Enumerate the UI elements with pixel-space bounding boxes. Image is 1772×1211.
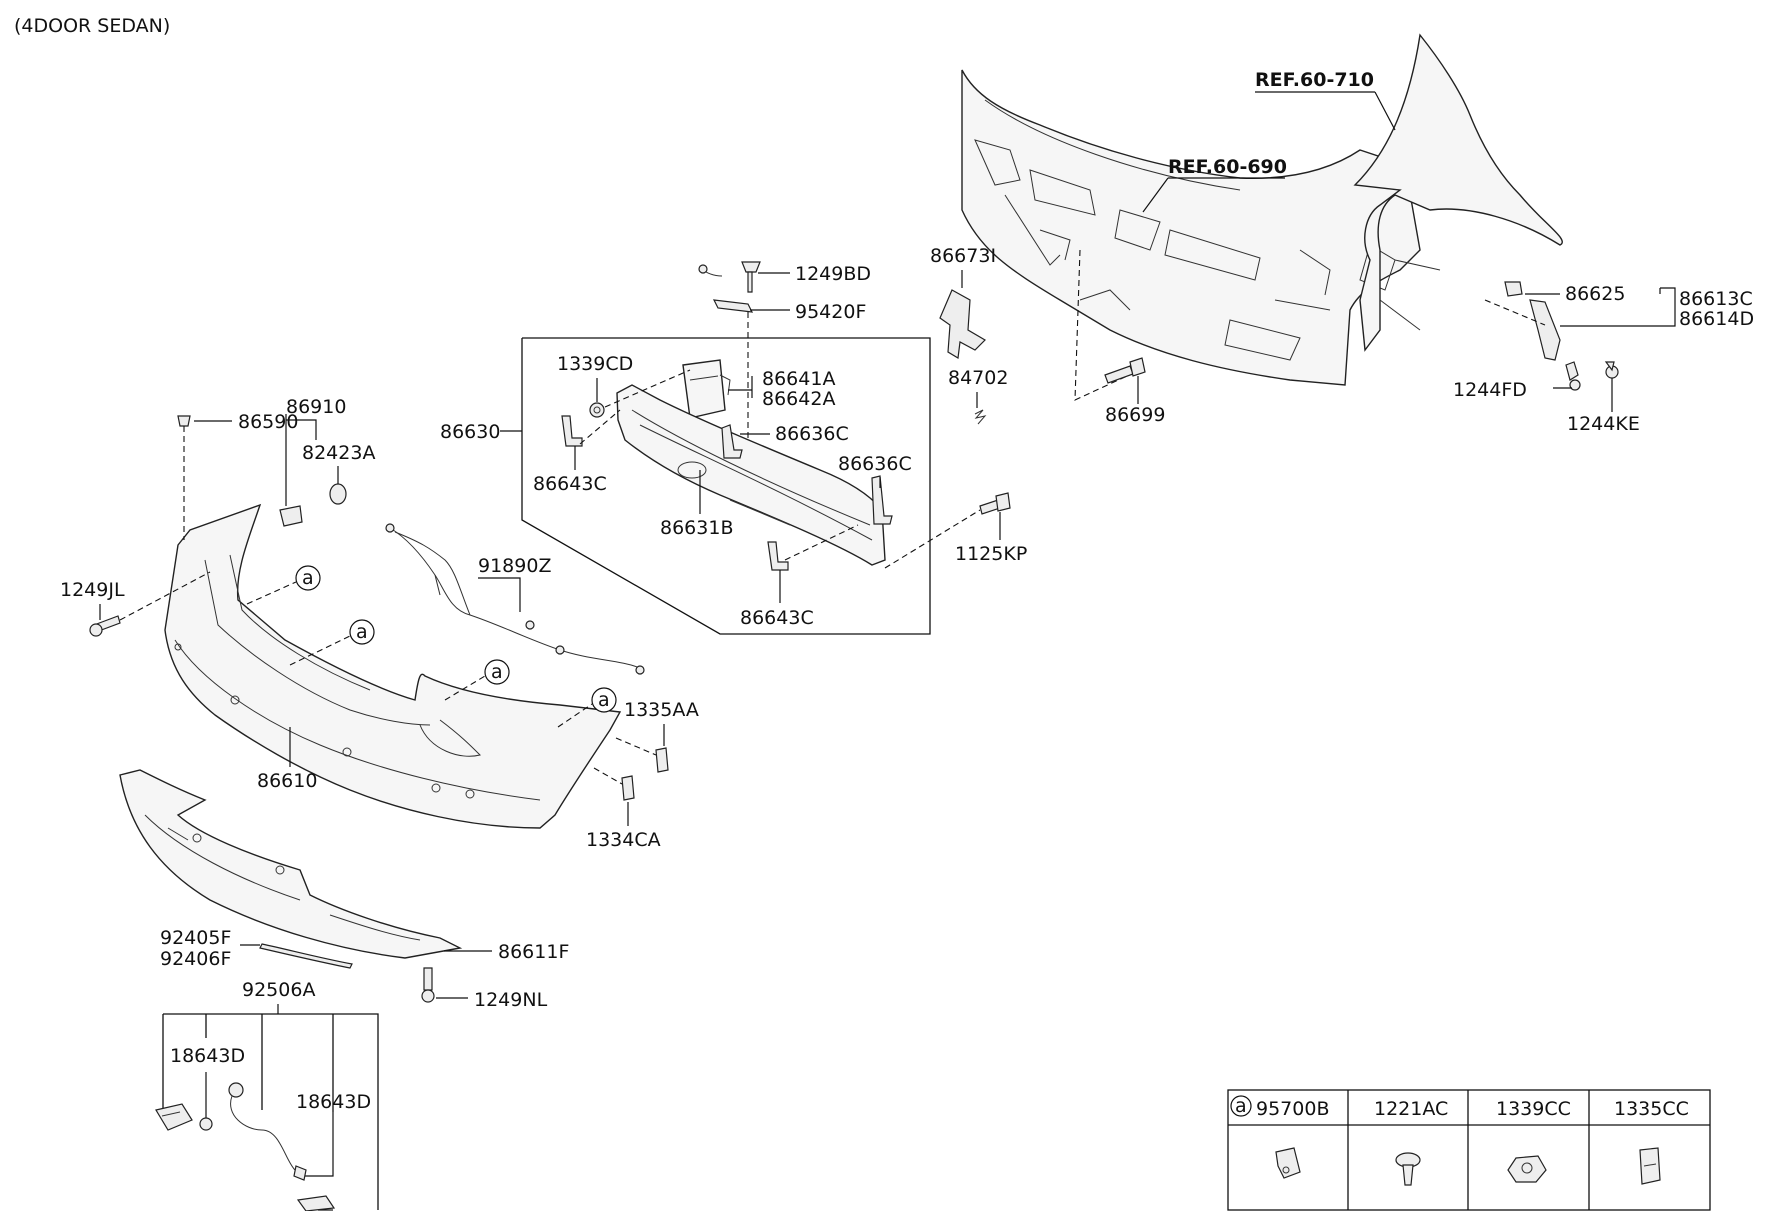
fastener-86590 (177, 415, 191, 427)
part-92405F[interactable]: 92405F (160, 927, 231, 949)
callout-a-4: a (591, 687, 617, 713)
part-1334CA[interactable]: 1334CA (586, 829, 661, 851)
lower-cover-86611F (119, 769, 463, 959)
bracket-86613C (1529, 299, 1561, 361)
legend-icon-speed-nut (1639, 1147, 1661, 1185)
legend-icon-nut (1507, 1155, 1547, 1183)
nut-1339CD (589, 402, 605, 418)
clip-86636C-lower (871, 475, 893, 525)
part-86630[interactable]: 86630 (440, 421, 500, 443)
part-86643C-lower[interactable]: 86643C (740, 607, 814, 629)
svg-text:a: a (491, 661, 503, 683)
reflector-92405F (259, 943, 353, 969)
screw-1244KE (1604, 361, 1619, 379)
clip-86643C-upper (561, 415, 583, 447)
part-86614D[interactable]: 86614D (1679, 308, 1754, 330)
part-91890Z[interactable]: 91890Z (478, 555, 551, 577)
legend-header-1221AC: 1221AC (1374, 1098, 1448, 1120)
screw-1244FD (1565, 361, 1581, 391)
clip-86625 (1504, 281, 1523, 297)
legend-header-1339CC: 1339CC (1496, 1098, 1571, 1120)
rear-body-panel (961, 69, 1421, 386)
back-beam-86631B (616, 384, 886, 566)
fastener-legend: a 95700B 1221AC 1339CC 1335CC (1227, 1089, 1711, 1211)
legend-icon-clip (1275, 1147, 1301, 1179)
retainer-86910 (279, 505, 303, 527)
legend-header-1335CC: 1335CC (1614, 1098, 1689, 1120)
part-1244KE[interactable]: 1244KE (1567, 413, 1640, 435)
part-86673I[interactable]: 86673I (930, 245, 996, 267)
callout-a-2: a (349, 619, 375, 645)
part-86610[interactable]: 86610 (257, 770, 317, 792)
washer-82423A (329, 483, 347, 505)
svg-text:a: a (356, 621, 368, 643)
part-86625[interactable]: 86625 (1565, 283, 1625, 305)
sensor-housing-right (296, 1195, 336, 1211)
part-86636C-upper[interactable]: 86636C (775, 423, 849, 445)
spring-84702 (974, 409, 987, 425)
callout-a-1: a (295, 565, 321, 591)
legend-icon-screw (1395, 1152, 1421, 1186)
part-1244FD[interactable]: 1244FD (1453, 379, 1527, 401)
quarter-panel (1353, 33, 1563, 352)
part-86611F[interactable]: 86611F (498, 941, 569, 963)
part-86699[interactable]: 86699 (1105, 404, 1165, 426)
part-95420F[interactable]: 95420F (795, 301, 866, 323)
clip-86643C-lower (767, 541, 789, 571)
sensor-wire-1249BD (698, 261, 761, 293)
clip-1334CA (621, 775, 635, 801)
sensor-wire (228, 1082, 307, 1181)
bracket-86641A (682, 359, 731, 419)
part-84702[interactable]: 84702 (948, 367, 1008, 389)
part-1335AA[interactable]: 1335AA (624, 699, 699, 721)
legend-callout-a: a (1235, 1095, 1247, 1117)
part-86643C-upper[interactable]: 86643C (533, 473, 607, 495)
part-86631B[interactable]: 86631B (660, 517, 733, 539)
part-18643D-a[interactable]: 18643D (170, 1045, 245, 1067)
ref-60-690-label: REF.60-690 (1168, 156, 1287, 178)
part-86613C[interactable]: 86613C (1679, 288, 1753, 310)
part-86590[interactable]: 86590 (238, 411, 298, 433)
part-1249BD[interactable]: 1249BD (795, 263, 871, 285)
part-86642A[interactable]: 86642A (762, 388, 835, 410)
svg-text:a: a (598, 689, 610, 711)
part-92506A[interactable]: 92506A (242, 979, 315, 1001)
part-82423A[interactable]: 82423A (302, 442, 375, 464)
part-1249NL[interactable]: 1249NL (474, 989, 548, 1011)
clip-86636C-upper (721, 424, 743, 459)
part-1339CD[interactable]: 1339CD (557, 353, 633, 375)
screw-1249JL (89, 615, 121, 637)
beam-group-box (521, 337, 931, 635)
bolt-1125KP (979, 492, 1011, 515)
part-86910[interactable]: 86910 (286, 396, 346, 418)
svg-text:a: a (302, 567, 314, 589)
part-1125KP[interactable]: 1125KP (955, 543, 1027, 565)
callout-a-3: a (484, 659, 510, 685)
ref-60-710-label: REF.60-710 (1255, 69, 1374, 91)
sensor-housing-left (155, 1103, 193, 1131)
part-18643D-b[interactable]: 18643D (296, 1091, 371, 1113)
grommet (199, 1117, 213, 1131)
screw-1249NL (421, 967, 435, 1003)
bumper-cover-86610 (164, 503, 622, 829)
part-1249JL[interactable]: 1249JL (60, 579, 125, 601)
wiring-harness-91890Z (385, 523, 645, 675)
part-92406F[interactable]: 92406F (160, 948, 231, 970)
bracket-86673I (939, 289, 986, 359)
legend-header-95700B: 95700B (1256, 1098, 1329, 1120)
variant-label: (4DOOR SEDAN) (14, 15, 170, 37)
clip-1335AA (655, 747, 669, 773)
plate-95420F (712, 299, 754, 313)
bolt-86699 (1104, 357, 1146, 384)
part-86641A[interactable]: 86641A (762, 368, 835, 390)
part-86636C-lower[interactable]: 86636C (838, 453, 912, 475)
